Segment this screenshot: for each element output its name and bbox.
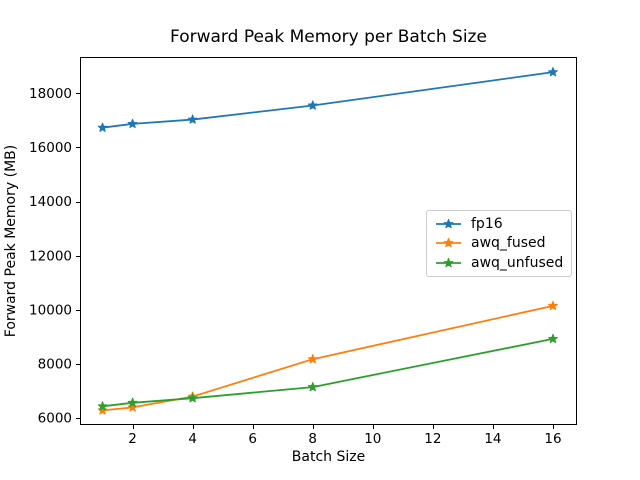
data-point-marker-awq_unfused — [187, 393, 198, 403]
data-point-marker-awq_unfused — [307, 381, 318, 392]
legend-line-marker-sample — [436, 238, 461, 248]
legend-line-marker-sample — [436, 218, 461, 229]
series-line-fp16 — [101, 71, 554, 129]
x-tick-label: 12 — [424, 431, 441, 447]
legend-entry-fp16: fp16 — [435, 214, 563, 233]
x-tick-label: 2 — [128, 431, 137, 447]
legend-line-marker-sample — [436, 258, 461, 268]
x-tick-label: 10 — [364, 431, 381, 447]
chart-title: Forward Peak Memory per Batch Size — [170, 27, 487, 47]
y-tick-label: 12000 — [29, 248, 72, 264]
legend-label: awq_unfused — [471, 255, 564, 272]
y-tick-label: 14000 — [29, 194, 72, 210]
y-tick-label: 8000 — [38, 357, 72, 373]
x-tick-label: 8 — [308, 431, 317, 447]
y-tick-label: 6000 — [38, 411, 72, 427]
legend-label: awq_fused — [471, 235, 546, 252]
data-point-marker-awq_unfused — [127, 397, 138, 408]
data-point-marker-awq_fused — [548, 300, 558, 311]
x-tick-label: 16 — [544, 431, 561, 447]
x-tick-label: 6 — [248, 431, 257, 447]
data-point-marker-awq_unfused — [97, 401, 108, 411]
data-point-marker-fp16 — [187, 114, 198, 124]
data-point-marker-fp16 — [307, 100, 318, 110]
data-point-marker-awq_fused — [97, 405, 108, 415]
data-point-marker-awq_unfused — [548, 333, 558, 344]
data-point-marker-fp16 — [97, 122, 108, 132]
series-line-awq_fused — [101, 304, 554, 412]
legend: fp16 awq_fused awq_unfused — [426, 210, 572, 277]
axes-spines — [80, 57, 577, 425]
x-tick-label: 14 — [484, 431, 501, 447]
y-tick-label: 18000 — [29, 86, 72, 102]
y-tick-label: 16000 — [29, 140, 72, 156]
legend-entry-awq-fused: awq_fused — [435, 234, 563, 253]
data-point-marker-fp16 — [127, 118, 138, 129]
x-axis-label: Batch Size — [291, 449, 366, 465]
legend-label: fp16 — [471, 215, 503, 232]
series-line-awq_unfused — [101, 337, 554, 408]
y-axis-label: Forward Peak Memory (MB) — [3, 144, 19, 338]
legend-entry-awq-unfused: awq_unfused — [435, 254, 563, 273]
data-point-marker-awq_fused — [127, 402, 138, 412]
x-tick-label: 4 — [188, 431, 197, 447]
data-point-marker-awq_fused — [307, 354, 318, 364]
data-point-marker-fp16 — [548, 67, 558, 77]
y-tick-label: 10000 — [29, 302, 72, 318]
